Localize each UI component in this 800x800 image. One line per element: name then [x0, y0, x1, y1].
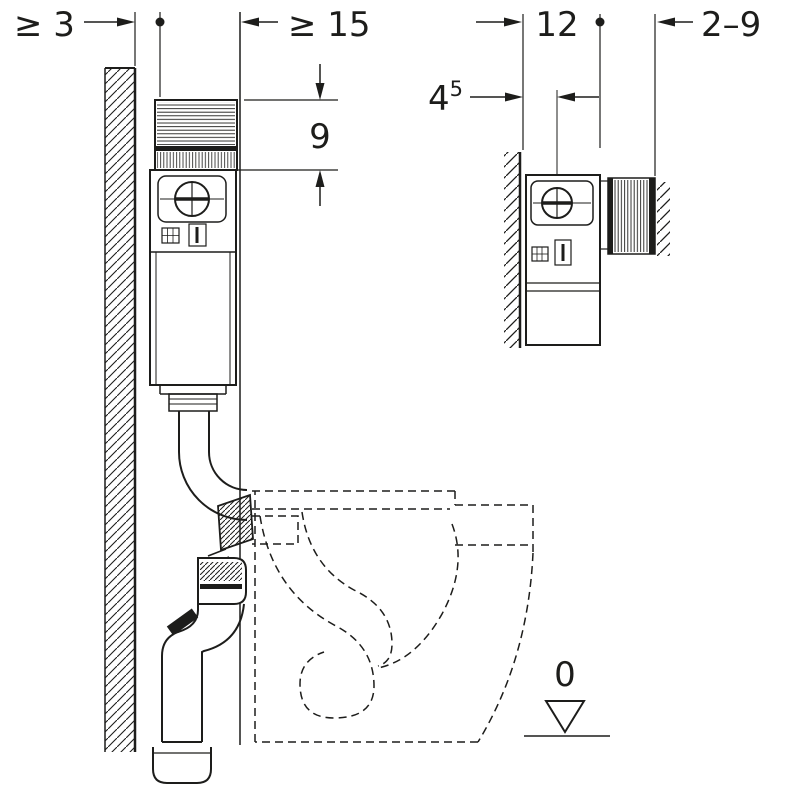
floor-socket-cup — [152, 747, 212, 784]
dimension-finish-range: 2–9 — [657, 5, 761, 45]
cistern-outline — [149, 169, 237, 386]
wall-gap-label: ≥ 3 — [14, 5, 75, 45]
flush-valve-unit — [149, 169, 237, 386]
arrow-right-icon — [117, 17, 135, 27]
wc-pan-outline — [252, 490, 534, 743]
pan-connector-seal — [217, 493, 254, 552]
dimension-dot — [595, 17, 605, 27]
outlet-seal — [200, 562, 242, 581]
center-offset-label: 45 — [428, 77, 463, 119]
flush-bend-inner — [208, 451, 248, 491]
detail-plan-view — [504, 14, 670, 348]
flush-pipe — [159, 385, 254, 565]
arrow-down-icon — [315, 83, 325, 100]
pipe-band — [166, 608, 199, 636]
depth-label: 12 — [535, 5, 578, 45]
arrow-up-icon — [315, 170, 325, 187]
datum-level: 0 — [524, 655, 610, 737]
dimension-wall-gap: ≥ 3 — [14, 5, 165, 97]
protection-box — [154, 99, 238, 171]
corrugated-cover — [157, 102, 235, 145]
dimension-box-height: 9 — [238, 64, 338, 206]
dimension-front-clearance: ≥ 15 — [241, 5, 371, 45]
wall-section — [104, 67, 137, 752]
cistern-tank — [150, 251, 236, 385]
actuator-slot — [188, 223, 207, 247]
detail-finish-hatch — [657, 182, 670, 256]
detail-actuator-slot — [554, 239, 572, 266]
pipe-socket — [168, 393, 218, 412]
wall-hatch — [105, 68, 135, 752]
drain-pipe — [161, 557, 247, 743]
finish-range-label: 2–9 — [701, 5, 761, 45]
detail-protection-box — [607, 177, 656, 255]
dimension-center-offset: 45 — [428, 77, 599, 119]
detail-valve-frame — [530, 180, 594, 226]
box-height-label: 9 — [309, 117, 331, 157]
arrow-left-icon — [657, 17, 675, 27]
detail-wall-hatch — [504, 152, 519, 348]
front-clearance-label: ≥ 15 — [288, 5, 371, 45]
dimension-depth: 12 — [476, 5, 605, 45]
floor-level-label: 0 — [554, 655, 576, 695]
arrow-left-icon — [241, 17, 259, 27]
floor-socket — [152, 747, 212, 784]
detail-protection-corrugation — [613, 180, 649, 252]
datum-triangle-icon — [544, 700, 586, 734]
arrow-left-icon — [557, 92, 575, 102]
arrow-right-icon — [505, 92, 523, 102]
arrow-right-icon — [504, 17, 522, 27]
valve-access-frame — [157, 175, 227, 223]
